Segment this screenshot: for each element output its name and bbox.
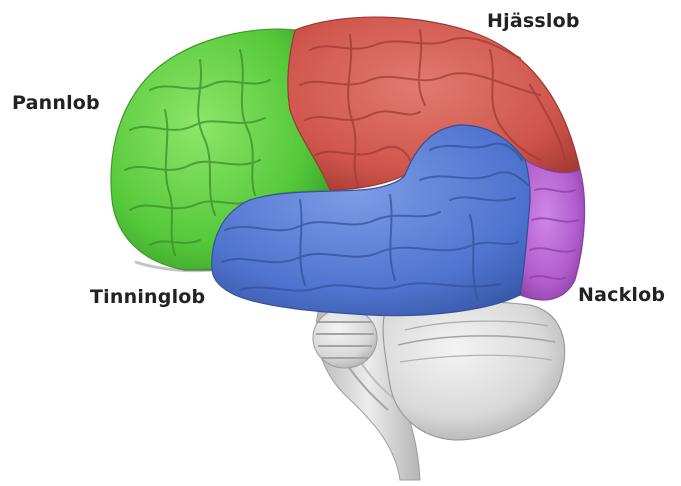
- occipital-lobe: [520, 160, 585, 300]
- frontal-lobe-label: Pannlob: [12, 92, 100, 114]
- occipital-lobe-label: Nacklob: [578, 284, 665, 306]
- pons: [313, 308, 377, 368]
- parietal-lobe-label: Hjässlob: [487, 10, 580, 32]
- cerebellum: [383, 301, 564, 440]
- temporal-lobe-label: Tinninglob: [90, 286, 205, 308]
